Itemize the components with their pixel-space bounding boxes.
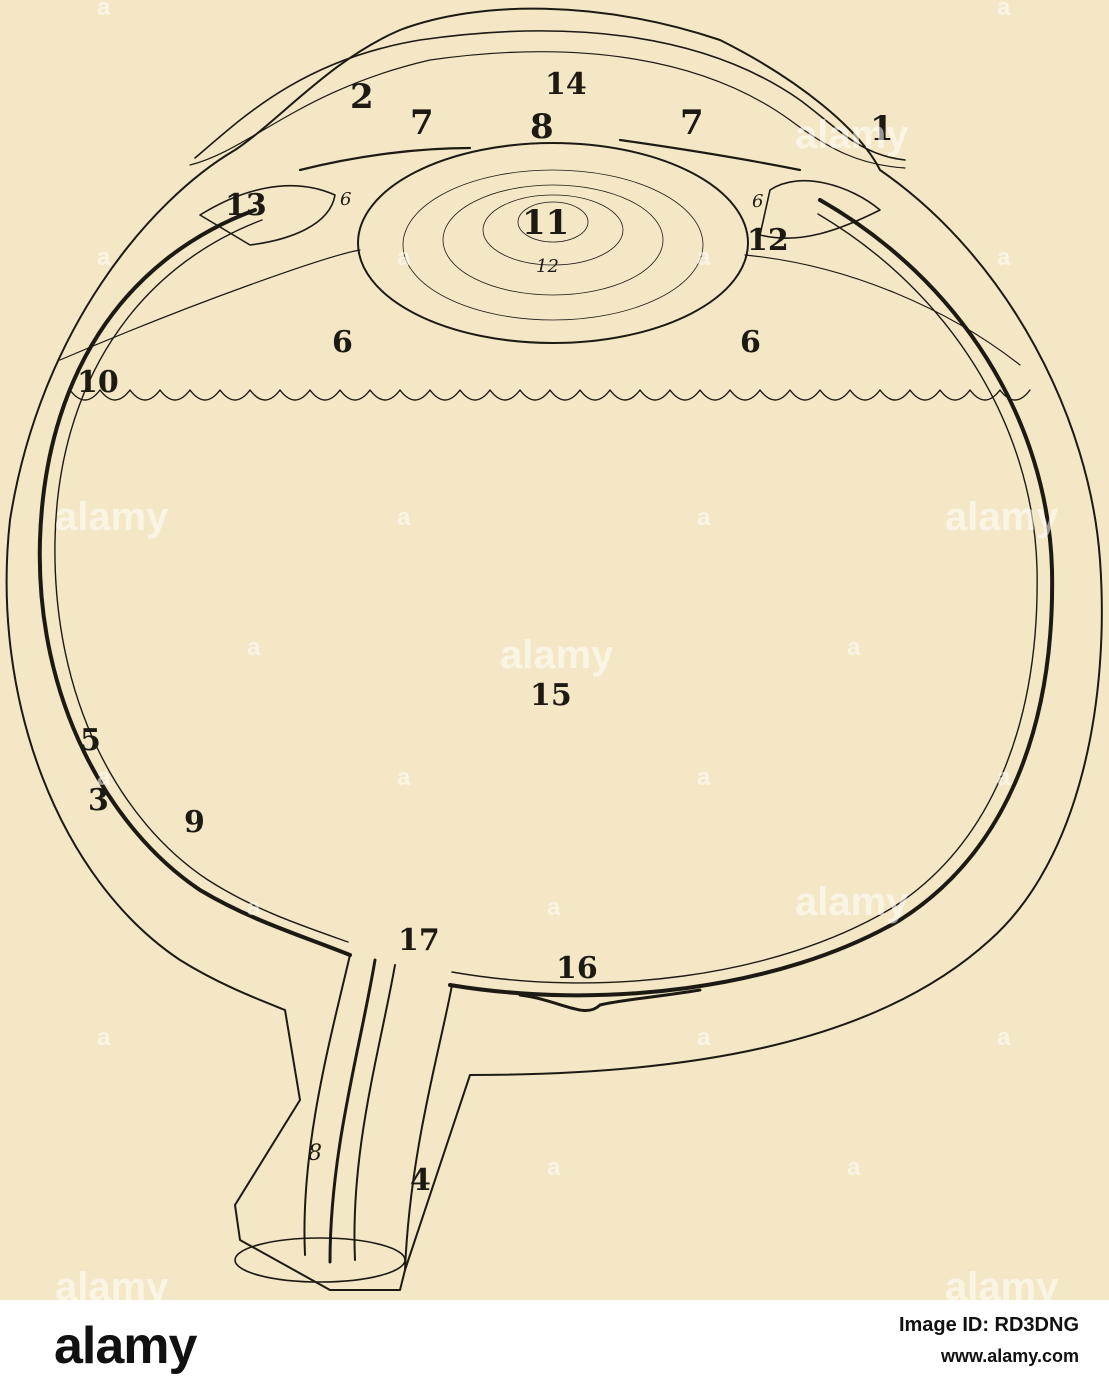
label-9: 9 (184, 805, 205, 840)
label-7b: 7 (680, 103, 704, 143)
watermark-mark: a (847, 1154, 861, 1181)
watermark-mark: a (397, 504, 411, 531)
label-1: 1 (870, 109, 894, 149)
label-15: 15 (530, 678, 572, 713)
retina-choroid (37, 198, 1055, 998)
label-12: 12 (747, 223, 789, 258)
eye-cross-section: 1 2 3 4 5 6 6 6 6 7 7 8 8 9 10 11 12 12 … (5, 0, 1103, 1300)
watermark-mark: a (997, 764, 1011, 791)
crystalline-lens (357, 142, 749, 344)
watermark-mark: a (547, 894, 561, 921)
brand-logo: alamy (54, 1317, 197, 1375)
central-artery (328, 958, 377, 1264)
label-8: 8 (530, 107, 554, 147)
fovea (518, 988, 702, 1012)
label-4: 4 (410, 1163, 431, 1198)
watermark-mark: a (97, 0, 111, 21)
watermark: alamy (795, 113, 909, 157)
label-2: 2 (350, 77, 374, 117)
watermark-mark: a (697, 764, 711, 791)
cornea (194, 30, 906, 161)
watermark-mark: a (97, 1024, 111, 1051)
label-8b: 8 (308, 1141, 322, 1166)
label-6c: 6 (340, 189, 351, 210)
watermark: alamy (500, 633, 614, 677)
label-12b: 12 (536, 256, 559, 277)
label-16: 16 (556, 951, 598, 986)
label-7a: 7 (410, 103, 434, 143)
label-3: 3 (88, 783, 109, 818)
watermark-mark: a (247, 894, 261, 921)
ciliary-body-left (199, 184, 336, 246)
watermark-mark: a (697, 244, 711, 271)
label-17: 17 (398, 923, 440, 958)
iris (298, 146, 472, 172)
watermark-mark: a (547, 1154, 561, 1181)
label-11: 11 (522, 203, 569, 243)
label-14: 14 (545, 67, 587, 102)
watermark-mark: a (997, 244, 1011, 271)
label-6b: 6 (740, 325, 761, 360)
watermark: alamy (795, 880, 909, 924)
label-6d: 6 (752, 191, 763, 212)
watermark-mark: a (97, 764, 111, 791)
label-6a: 6 (332, 325, 353, 360)
watermark-mark: a (397, 244, 411, 271)
site-url-text: www.alamy.com (940, 1346, 1079, 1366)
ora-serrata (69, 389, 1031, 401)
watermark: alamy (945, 1265, 1059, 1300)
watermark: alamy (55, 1265, 169, 1300)
label-13: 13 (225, 188, 267, 223)
watermark-mark: a (997, 0, 1011, 21)
stock-footer-bar: alamy Image ID: RD3DNG www.alamy.com (0, 1300, 1109, 1390)
label-5: 5 (80, 723, 101, 758)
image-id-text: Image ID: RD3DNG (898, 1314, 1079, 1336)
watermark: alamy (945, 495, 1059, 539)
optic-nerve (303, 954, 351, 1256)
watermark-mark: a (847, 634, 861, 661)
watermark-mark: a (697, 504, 711, 531)
watermark-mark: a (997, 1024, 1011, 1051)
ciliary-body-right (759, 179, 881, 239)
sclera-outer (5, 7, 1103, 1291)
watermark-mark: a (697, 1024, 711, 1051)
watermark-mark: a (397, 764, 411, 791)
eye-diagram-figure: 1 2 3 4 5 6 6 6 6 7 7 8 8 9 10 11 12 12 … (5, 0, 1103, 1300)
watermark-mark: a (247, 634, 261, 661)
watermark: alamy (55, 495, 169, 539)
label-10: 10 (77, 365, 119, 400)
watermark-mark: a (97, 244, 111, 271)
